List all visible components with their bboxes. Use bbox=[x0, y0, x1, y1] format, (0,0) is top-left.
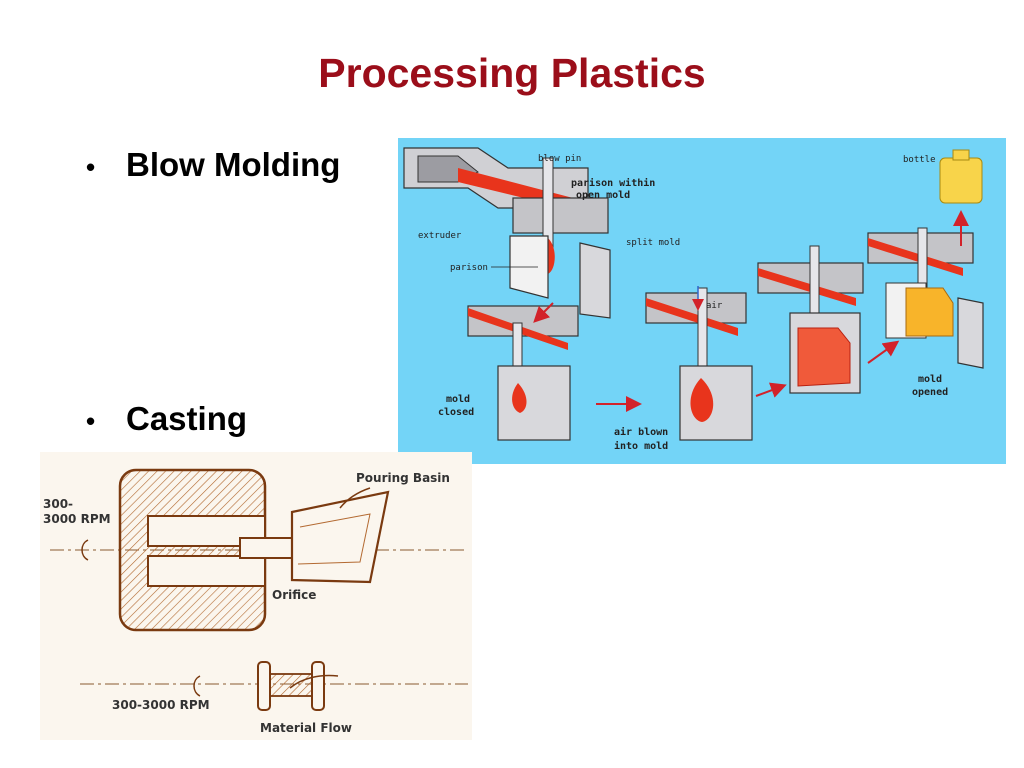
label-blow-pin: blow pin bbox=[538, 154, 581, 164]
bullet-dot-icon: • bbox=[86, 406, 96, 436]
label-mold-opened-2: opened bbox=[912, 387, 948, 398]
pouring-basin bbox=[290, 490, 390, 584]
casting-diagram: Pouring Basin 300- 3000 RPM Orifice 300-… bbox=[40, 452, 472, 740]
arrow-4 bbox=[867, 340, 900, 364]
label-mold-closed-2: closed bbox=[438, 407, 474, 418]
label-mold-opened-1: mold bbox=[918, 374, 942, 385]
label-extruder: extruder bbox=[418, 231, 462, 241]
stage-mold-closed bbox=[467, 305, 579, 441]
casting-spool bbox=[257, 661, 339, 711]
arrow-3 bbox=[755, 382, 787, 398]
label-parison: parison bbox=[450, 263, 488, 273]
label-material-flow: Material Flow bbox=[260, 721, 352, 735]
label-rpm-top-1: 300- bbox=[43, 497, 73, 511]
label-bottle: bottle bbox=[903, 155, 936, 165]
label-parison-within: parison within bbox=[571, 177, 655, 189]
stage-formed bbox=[757, 245, 864, 394]
rotation-icon bbox=[81, 539, 89, 561]
slide-title: Processing Plastics bbox=[318, 50, 706, 96]
arrow-1 bbox=[533, 302, 554, 323]
bullet-dot-icon: • bbox=[86, 152, 96, 182]
label-pouring-basin: Pouring Basin bbox=[356, 471, 450, 485]
bullet-text: Casting bbox=[126, 400, 248, 437]
label-mold-closed-1: mold bbox=[446, 394, 470, 405]
blow-molding-diagram: blow pin parison within open mold extrud… bbox=[398, 138, 1006, 464]
label-orifice: Orifice bbox=[272, 588, 316, 602]
label-split-mold: split mold bbox=[626, 238, 680, 248]
label-air-blown-2: into mold bbox=[614, 440, 668, 452]
stage-air-blown bbox=[645, 286, 753, 441]
label-rpm-top-2: 3000 RPM bbox=[43, 512, 111, 526]
stage-mold-opened bbox=[867, 149, 984, 369]
bullet-casting: • Casting bbox=[86, 400, 247, 438]
label-rpm-bottom: 300-3000 RPM bbox=[112, 698, 210, 712]
label-air-blown-1: air blown bbox=[614, 426, 668, 438]
bullet-blow-molding: • Blow Molding bbox=[86, 146, 340, 184]
label-air: air bbox=[706, 301, 723, 311]
label-open-mold: open mold bbox=[576, 190, 630, 201]
rotation-icon-2 bbox=[193, 675, 201, 697]
bullet-text: Blow Molding bbox=[126, 146, 341, 183]
casting-drum bbox=[118, 468, 296, 632]
